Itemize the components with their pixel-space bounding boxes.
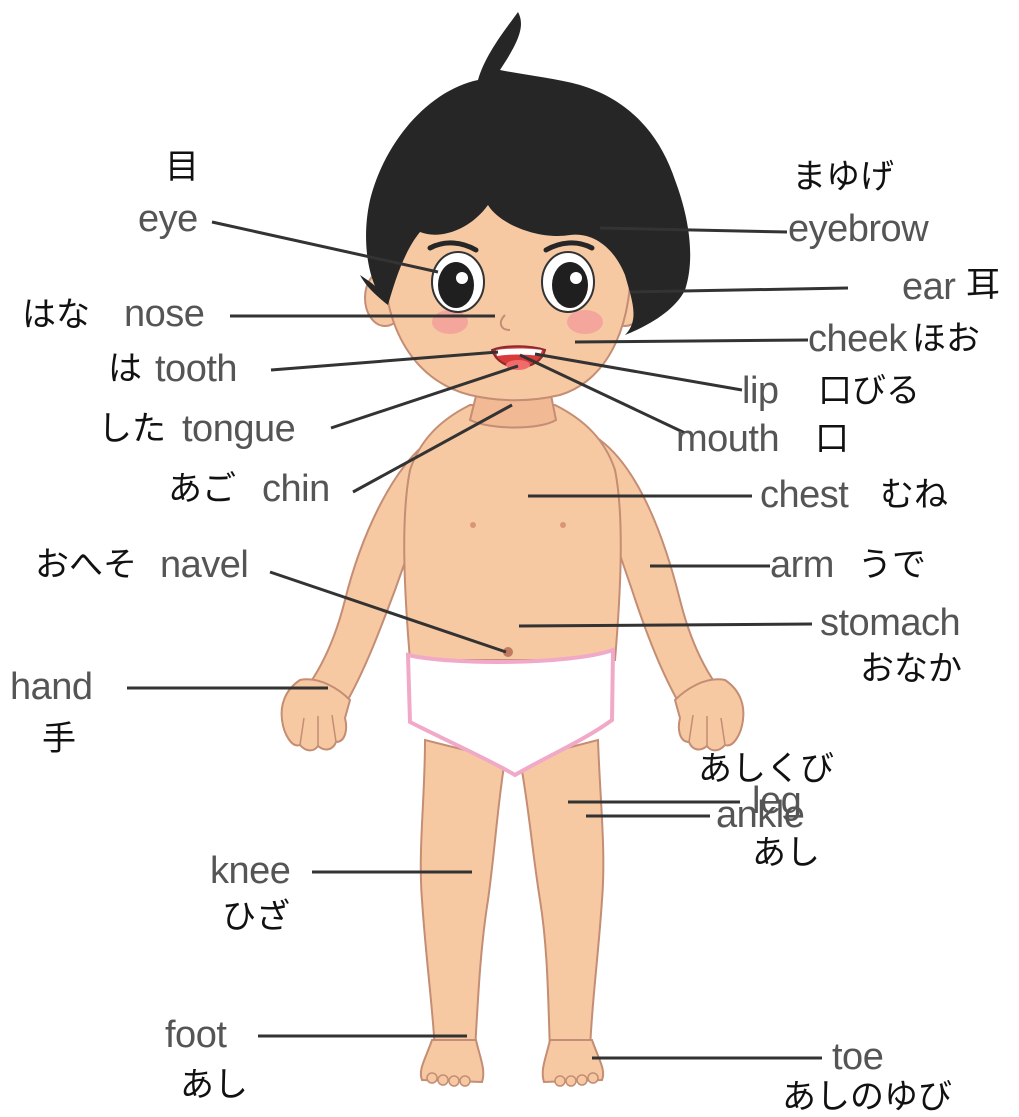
label-chest-en: chest: [760, 476, 848, 514]
left-foot: [421, 1040, 483, 1086]
label-ankle-jp: あしくび: [698, 752, 834, 786]
label-mouth-jp: 口: [815, 422, 849, 456]
label-foot-en: foot: [165, 1016, 226, 1054]
label-eyebrow-jp: まゆげ: [792, 160, 894, 194]
torso: [404, 405, 621, 660]
label-lip-en: lip: [742, 372, 779, 410]
label-lip-jp: 口びる: [818, 374, 920, 408]
label-ear-en: ear: [902, 268, 955, 306]
label-eye-jp: 目: [165, 150, 199, 184]
label-hand-jp: 手: [42, 722, 76, 756]
label-eye-en: eye: [138, 200, 198, 238]
label-stomach-en: stomach: [820, 604, 960, 642]
label-tongue-jp: した: [98, 412, 166, 446]
label-nose-en: nose: [124, 295, 204, 333]
label-navel-jp: おへそ: [35, 548, 137, 582]
label-toe-en: toe: [832, 1038, 883, 1076]
label-cheek-en: cheek: [808, 320, 907, 358]
label-nose-jp: はな: [22, 298, 90, 332]
label-chin-jp: あご: [168, 472, 236, 506]
left-leg: [421, 740, 505, 1050]
label-chest-jp: むね: [880, 478, 948, 512]
right-leg: [520, 740, 603, 1050]
label-knee-en: knee: [210, 852, 290, 890]
label-tongue-en: tongue: [182, 410, 295, 448]
label-ear-jp: 耳: [966, 268, 1000, 302]
label-ankle-en: ankle: [716, 796, 804, 834]
label-stomach-jp: おなか: [860, 652, 962, 686]
label-hand-en: hand: [10, 668, 93, 706]
label-eyebrow-en: eyebrow: [788, 210, 928, 248]
label-cheek-jp: ほお: [912, 322, 980, 356]
label-arm-jp: うで: [858, 548, 926, 582]
right-foot: [543, 1040, 603, 1086]
label-toe-jp: あしのゆび: [782, 1080, 952, 1114]
leader-line-cheek: [575, 340, 808, 342]
label-chin-en: chin: [262, 470, 330, 508]
label-mouth-en: mouth: [676, 420, 779, 458]
label-arm-en: arm: [770, 546, 834, 584]
label-tooth-jp: は: [108, 352, 142, 386]
label-leg-jp: あし: [752, 836, 820, 870]
leader-line-stomach: [519, 624, 812, 626]
label-knee-jp: ひざ: [222, 900, 290, 934]
label-navel-en: navel: [160, 546, 248, 584]
label-tooth-en: tooth: [155, 350, 237, 388]
label-foot-jp: あし: [180, 1068, 248, 1102]
